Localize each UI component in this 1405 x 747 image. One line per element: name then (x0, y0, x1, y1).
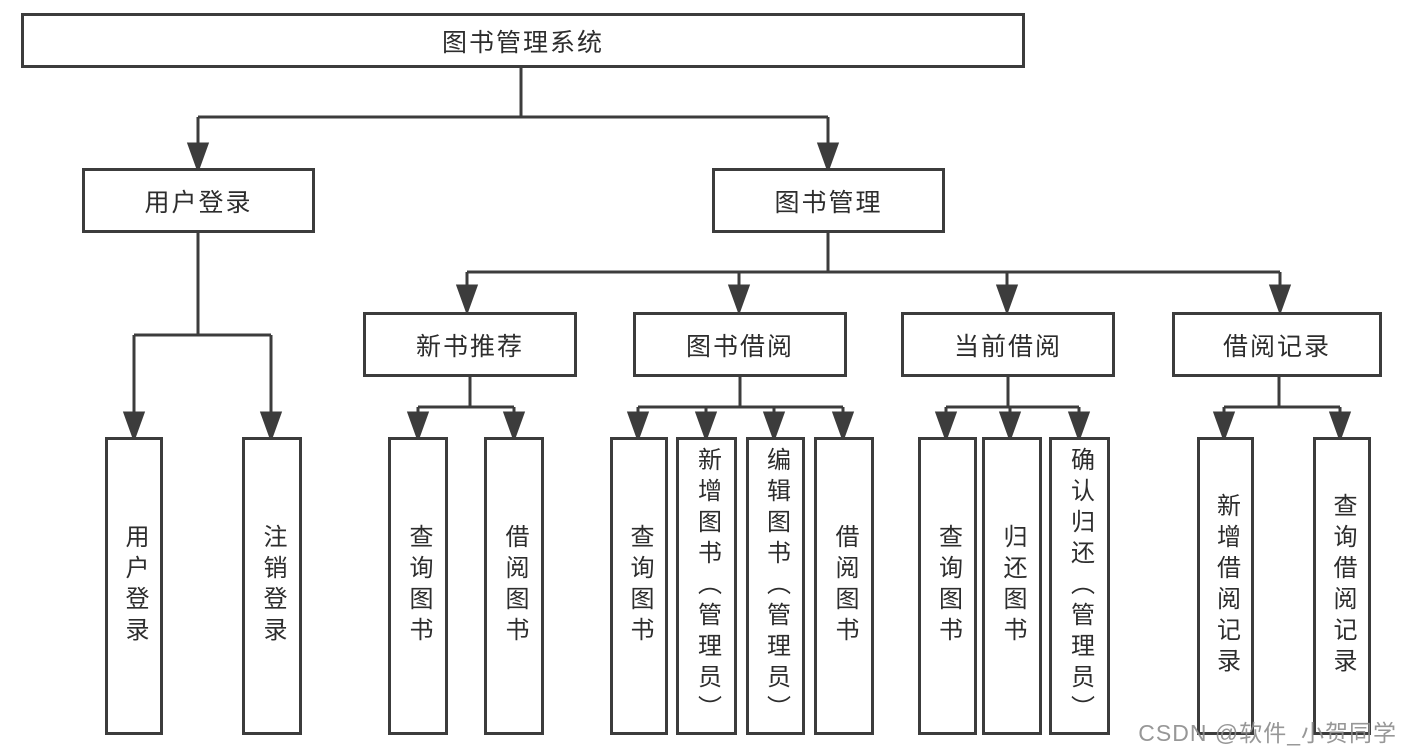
connector-book-borrow-children (626, 377, 855, 443)
node-current-borrow: 当前借阅 (901, 312, 1115, 377)
leaf-return-book: 归还图书 (982, 437, 1042, 735)
leaf-add-record: 新增借阅记录 (1197, 437, 1254, 735)
node-book-borrow-label: 图书借阅 (685, 332, 794, 361)
leaf-borrow-book-1: 借阅图书 (484, 437, 544, 735)
node-book-mgmt: 图书管理 (712, 168, 945, 233)
node-current-borrow-label: 当前借阅 (953, 332, 1062, 361)
leaf-logout: 注销登录 (242, 437, 302, 735)
leaf-add-book: 新增图书（管理员） (676, 437, 737, 735)
leaf-return-book-label: 归还图书 (999, 524, 1026, 648)
leaf-add-book-label: 新增图书（管理员） (693, 446, 721, 726)
connector-root-to-level2 (186, 68, 840, 174)
leaf-query-book-1-label: 查询图书 (405, 524, 432, 648)
node-user-login-label: 用户登录 (144, 188, 253, 217)
node-new-book-rec: 新书推荐 (363, 312, 577, 377)
watermark: CSDN @软件_小贺同学 (1138, 720, 1397, 746)
connector-current-borrow-children (934, 377, 1091, 443)
node-borrow-records: 借阅记录 (1172, 312, 1382, 377)
leaf-query-book-2-label: 查询图书 (626, 524, 653, 648)
connector-book-mgmt-children (455, 233, 1292, 316)
leaf-edit-book-label: 编辑图书（管理员） (762, 446, 790, 726)
node-user-login: 用户登录 (82, 168, 315, 233)
leaf-query-record-label: 查询借阅记录 (1329, 493, 1356, 679)
connector-new-book-rec-children (406, 377, 526, 443)
leaf-borrow-book-1-label: 借阅图书 (501, 524, 528, 648)
node-root: 图书管理系统 (21, 13, 1025, 68)
leaf-user-login-label: 用户登录 (121, 524, 148, 648)
node-book-mgmt-label: 图书管理 (774, 188, 883, 217)
leaf-query-book-1: 查询图书 (388, 437, 448, 735)
leaf-logout-label: 注销登录 (259, 524, 286, 648)
leaf-query-book-2: 查询图书 (610, 437, 668, 735)
node-borrow-records-label: 借阅记录 (1222, 332, 1331, 361)
leaf-borrow-book-2: 借阅图书 (814, 437, 874, 735)
leaf-edit-book: 编辑图书（管理员） (746, 437, 805, 735)
node-book-borrow: 图书借阅 (633, 312, 847, 377)
leaf-query-record: 查询借阅记录 (1313, 437, 1371, 735)
node-new-book-rec-label: 新书推荐 (415, 332, 524, 361)
leaf-add-record-label: 新增借阅记录 (1212, 493, 1240, 679)
leaf-confirm-return: 确认归还（管理员） (1049, 437, 1110, 735)
leaf-borrow-book-2-label: 借阅图书 (831, 524, 858, 648)
leaf-query-book-3: 查询图书 (918, 437, 977, 735)
leaf-user-login: 用户登录 (105, 437, 163, 735)
leaf-query-book-3-label: 查询图书 (934, 524, 962, 648)
connector-borrow-records-children (1212, 377, 1352, 443)
leaf-confirm-return-label: 确认归还（管理员） (1066, 446, 1094, 726)
connector-user-login-children (122, 233, 283, 443)
node-root-label: 图书管理系统 (441, 28, 604, 57)
